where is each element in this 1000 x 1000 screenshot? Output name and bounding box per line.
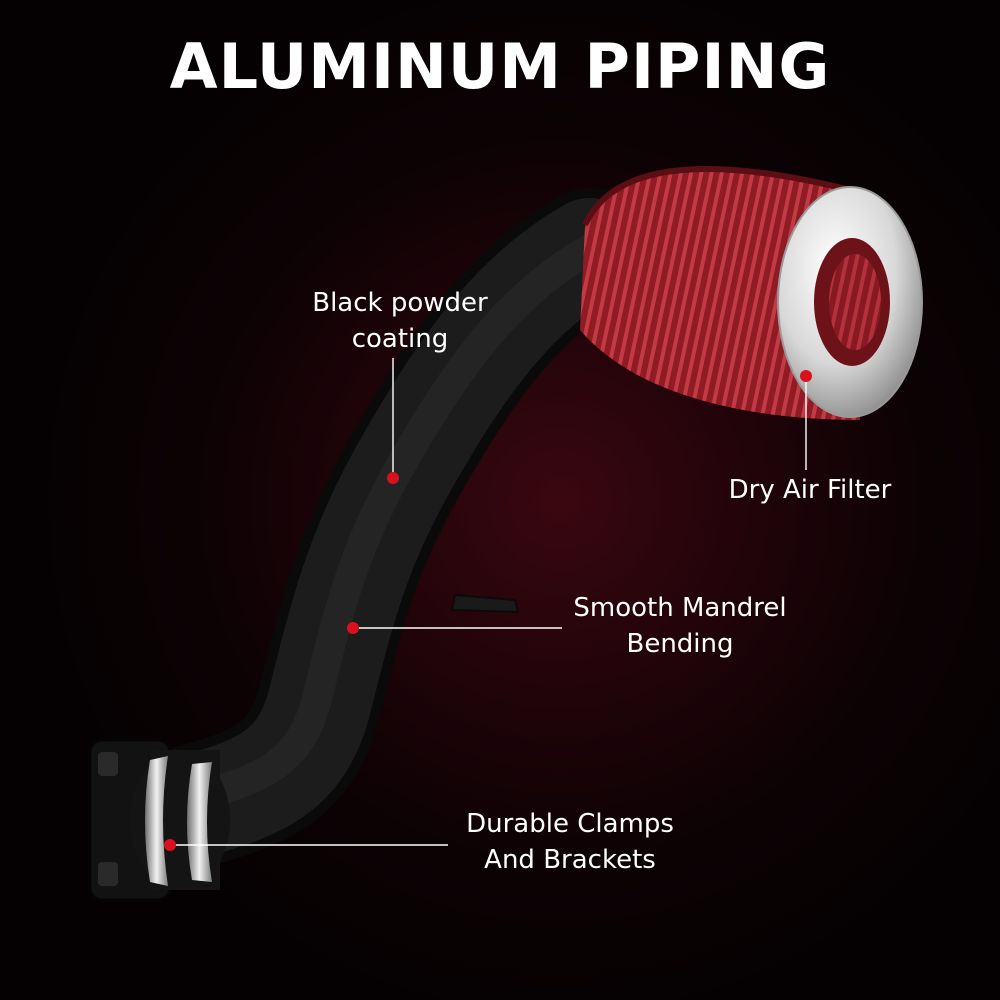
callout-durable-clamps-brackets: Durable Clamps And Brackets	[440, 806, 700, 878]
dot-mandrel	[347, 622, 359, 634]
callout-smooth-mandrel-bending: Smooth Mandrel Bending	[550, 590, 810, 662]
callout-line: Dry Air Filter	[728, 475, 892, 505]
callout-line: Black powder	[312, 288, 488, 318]
callout-leaders	[170, 358, 807, 846]
dot-filter	[800, 370, 812, 382]
callout-dry-air-filter: Dry Air Filter	[700, 472, 920, 508]
dot-powder	[387, 472, 399, 484]
dry-air-filter	[580, 166, 923, 420]
callout-line: And Brackets	[484, 845, 656, 875]
callout-line: Durable Clamps	[466, 809, 674, 839]
pipe-bracket	[450, 593, 520, 614]
page-title: ALUMINUM PIPING	[169, 30, 831, 103]
callout-line: Smooth Mandrel	[573, 593, 787, 623]
callout-black-powder-coating: Black powder coating	[290, 285, 510, 357]
callout-line: coating	[351, 324, 449, 354]
silicone-coupler	[130, 750, 230, 890]
callout-dots	[164, 370, 812, 851]
callout-line: Bending	[626, 629, 734, 659]
hose-clamps	[145, 756, 212, 886]
dot-clamps	[164, 839, 176, 851]
